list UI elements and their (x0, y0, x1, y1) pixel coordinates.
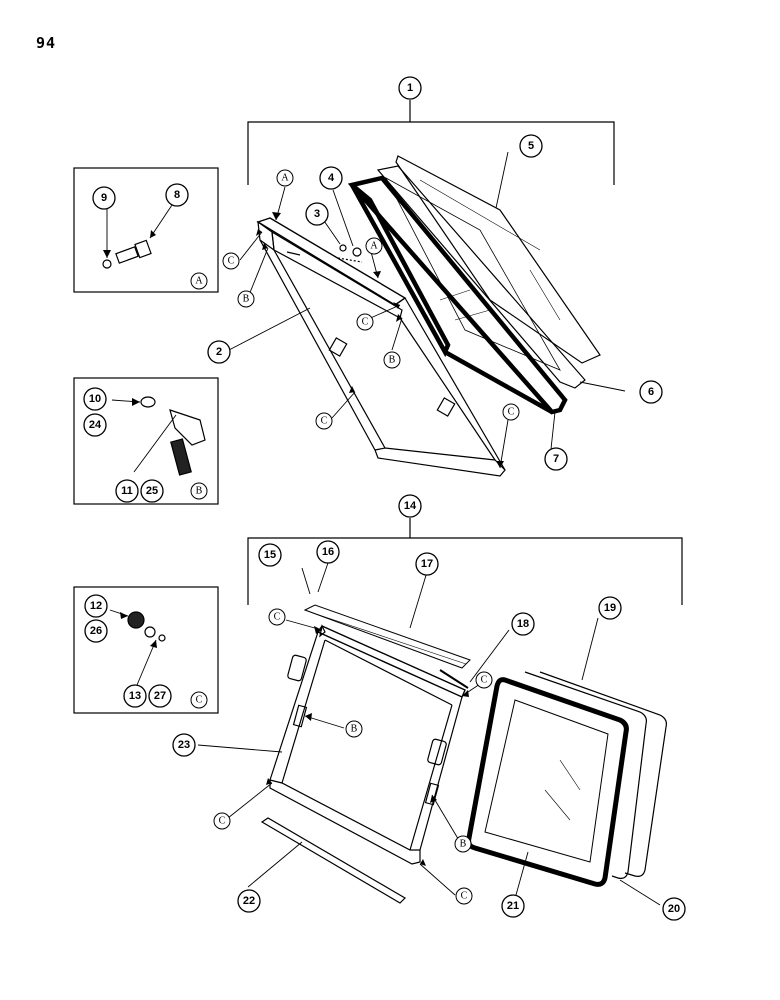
callout-11 (115, 479, 139, 503)
strip-part-22 (260, 817, 406, 904)
callout-8 (165, 183, 189, 207)
bracket-assembly-14 (247, 537, 683, 605)
letter-b-3: B (351, 724, 358, 735)
callout-16 (316, 540, 340, 564)
detail-label-a: A (195, 276, 203, 287)
upper-glass (376, 165, 586, 389)
callout-label-25: 25 (146, 485, 158, 497)
callout-label-8: 8 (174, 189, 180, 201)
callout-label-2: 2 (216, 346, 222, 358)
callout-15 (258, 543, 282, 567)
letter-c-7: C (219, 816, 226, 827)
callout-label-13: 13 (129, 690, 141, 702)
letter-c-6: C (481, 675, 488, 686)
upper-window-frame (256, 217, 506, 477)
callout-1 (398, 76, 422, 100)
letter-a-2: A (370, 241, 378, 252)
callout-3 (305, 202, 329, 226)
lower-gasket (466, 677, 629, 887)
callout-26 (84, 619, 108, 643)
callout-13 (123, 684, 147, 708)
callout-label-14: 14 (404, 500, 417, 512)
callout-21 (501, 894, 525, 918)
upper-seal (395, 155, 601, 364)
strip-part-17 (303, 604, 471, 669)
callout-label-18: 18 (517, 618, 529, 630)
callout-20 (662, 897, 686, 921)
lower-glass-20 (524, 671, 647, 879)
callout-label-26: 26 (90, 625, 102, 637)
detail-b-latch (140, 396, 206, 476)
callout-17 (415, 552, 439, 576)
lower-seal-19 (539, 671, 667, 877)
letter-b-1: B (243, 294, 250, 305)
callout-23 (172, 733, 196, 757)
letter-a-1: A (281, 173, 289, 184)
callout-label-27: 27 (154, 690, 166, 702)
callout-24 (83, 413, 107, 437)
lower-window-frame (269, 624, 466, 865)
detail-box-b (73, 377, 219, 505)
callout-25 (140, 479, 164, 503)
bracket-assembly-1 (247, 121, 615, 185)
detail-box-a (73, 167, 219, 293)
callout-7 (544, 447, 568, 471)
detail-box-c (73, 586, 219, 714)
callout-label-12: 12 (90, 600, 102, 612)
detail-label-b: B (196, 486, 203, 497)
callout-label-1: 1 (407, 82, 413, 94)
callout-22 (237, 889, 261, 913)
callout-label-19: 19 (604, 602, 616, 614)
callout-label-5: 5 (528, 140, 534, 152)
callout-label-11: 11 (121, 485, 133, 497)
callout-12 (84, 594, 108, 618)
callout-27 (148, 684, 172, 708)
callout-label-23: 23 (178, 739, 190, 751)
nut-part-4 (352, 247, 362, 257)
screw-part-3 (339, 244, 347, 252)
letter-c-8: C (461, 891, 468, 902)
callout-label-9: 9 (101, 192, 107, 204)
callout-label-24: 24 (89, 419, 102, 431)
letter-b-4: B (460, 839, 467, 850)
letter-c-3: C (321, 416, 328, 427)
callout-19 (598, 596, 622, 620)
callout-label-3: 3 (314, 208, 320, 220)
callout-label-16: 16 (322, 546, 334, 558)
detail-label-c: C (196, 695, 203, 706)
callout-label-7: 7 (553, 453, 559, 465)
callout-label-10: 10 (89, 393, 101, 405)
callout-18 (511, 612, 535, 636)
callout-5 (519, 134, 543, 158)
callout-label-17: 17 (421, 558, 433, 570)
letter-c-1: C (228, 256, 235, 267)
callout-label-22: 22 (243, 895, 255, 907)
letter-c-4: C (508, 407, 515, 418)
page-number: 94 (36, 34, 57, 52)
callout-label-21: 21 (507, 900, 519, 912)
letter-c-5: C (274, 612, 281, 623)
detail-a-bolt (102, 239, 152, 269)
callout-label-20: 20 (668, 903, 680, 915)
callout-6 (639, 380, 663, 404)
callout-label-6: 6 (648, 386, 654, 398)
callout-9 (92, 186, 116, 210)
callout-label-15: 15 (264, 549, 276, 561)
callout-4 (319, 166, 343, 190)
letter-b-2: B (389, 355, 396, 366)
callout-10 (83, 387, 107, 411)
callout-2 (207, 340, 231, 364)
upper-gasket (347, 175, 568, 415)
callout-14 (398, 494, 422, 518)
letter-c-2: C (362, 317, 369, 328)
callout-label-4: 4 (328, 172, 335, 184)
detail-c-knob (127, 611, 166, 642)
